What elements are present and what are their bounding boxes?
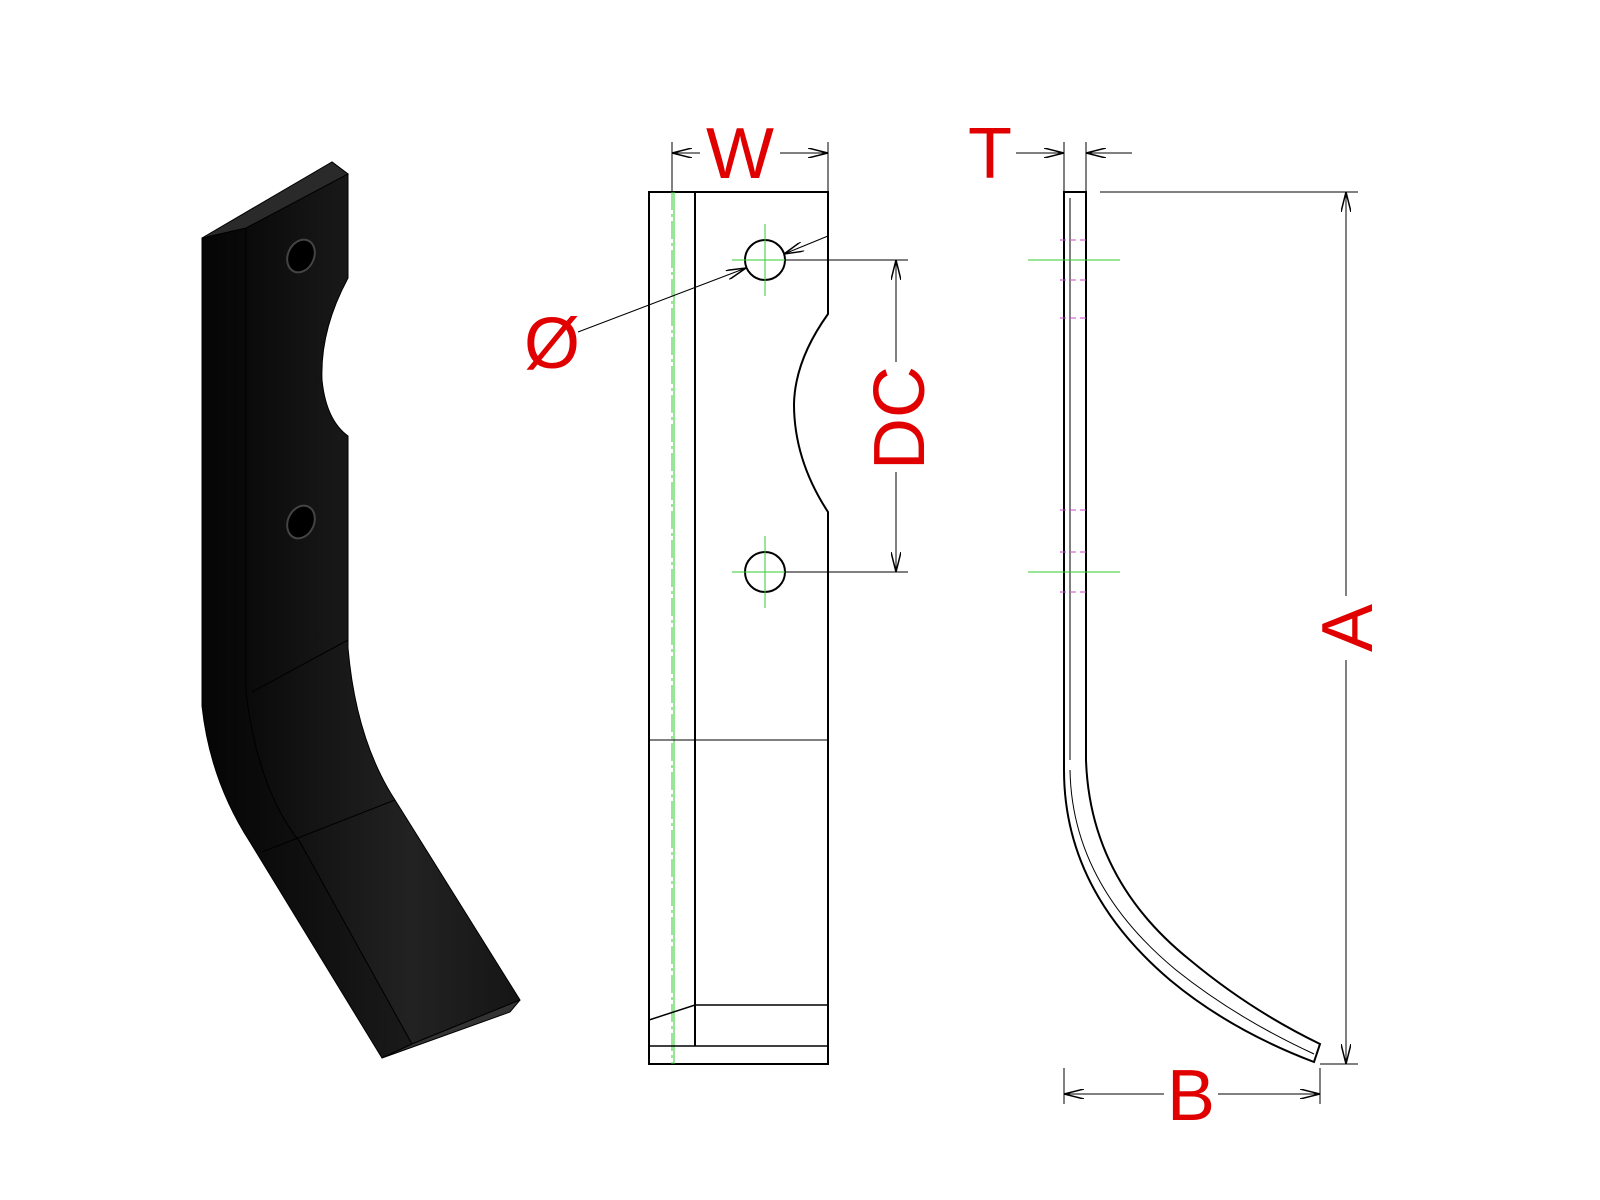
- bend-offset-label: B: [1167, 1056, 1215, 1136]
- thickness-label: T: [968, 114, 1012, 194]
- dimension-bend-offset: B: [1063, 1056, 1321, 1136]
- leader-line: [784, 235, 829, 254]
- dimension-hole-diameter: Ø: [524, 235, 829, 384]
- side-view-outline: [1063, 191, 1322, 1064]
- blade-3d-hole-bottom: [286, 504, 316, 540]
- front-view-bottom-edge: [648, 1045, 828, 1064]
- side-view-inner-curve: [1069, 769, 1315, 1055]
- blade-3d-top-bevel: [201, 161, 349, 239]
- blade-front-view: [648, 191, 829, 1065]
- blade-3d-facet-line: [251, 639, 349, 693]
- dimension-width: W: [671, 114, 829, 194]
- blade-3d-hole-top: [286, 238, 316, 274]
- hole-diameter-label: Ø: [524, 304, 580, 384]
- dimension-hole-center-distance: DC: [785, 259, 940, 573]
- blade-3d-front-face: [245, 161, 521, 1045]
- blade-3d-view: [201, 161, 521, 1059]
- blade-side-view: [1028, 191, 1322, 1064]
- dimension-height: A: [1100, 191, 1388, 1065]
- height-label: A: [1308, 604, 1388, 652]
- blade-3d-tip-bevel: [381, 999, 521, 1059]
- front-view-bottom-bevel: [648, 1004, 828, 1021]
- hole-center-distance-label: DC: [860, 366, 940, 470]
- dimension-thickness: T: [968, 114, 1132, 194]
- front-view-outline: [648, 191, 829, 1065]
- leader-line: [577, 268, 746, 333]
- width-label: W: [706, 114, 774, 194]
- blade-3d-facet-line: [261, 799, 396, 853]
